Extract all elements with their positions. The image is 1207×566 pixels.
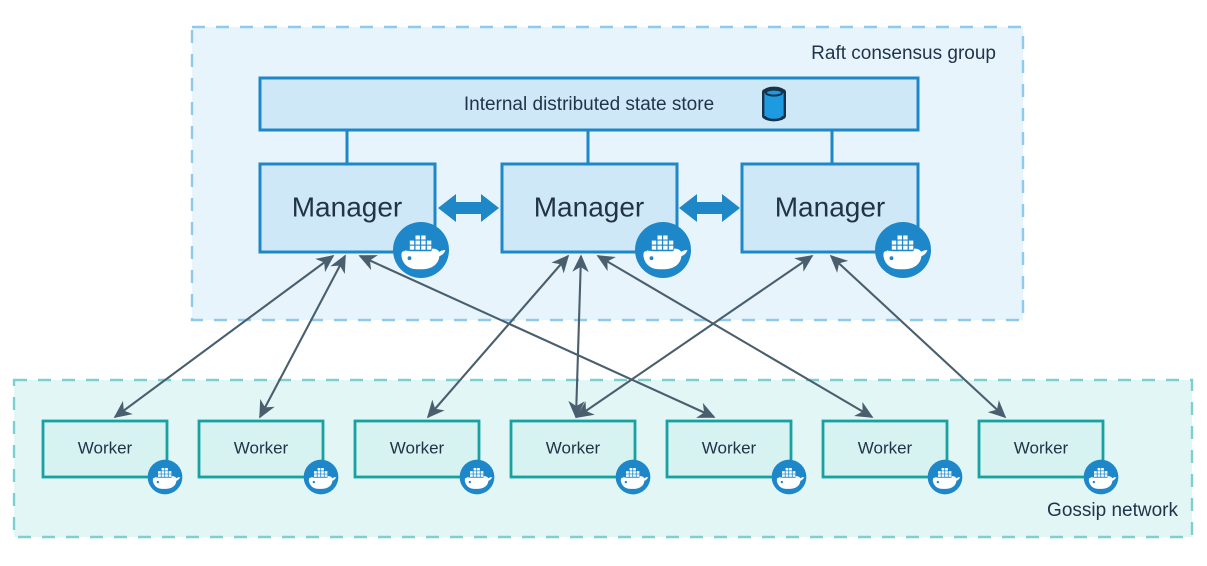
worker-node-3[interactable]: Worker bbox=[353, 419, 495, 495]
manager-label-2: Manager bbox=[534, 191, 645, 222]
worker-node-1[interactable]: Worker bbox=[41, 419, 183, 495]
state-store-box[interactable] bbox=[258, 76, 920, 132]
worker-label-7: Worker bbox=[1014, 438, 1069, 457]
worker-node-7[interactable]: Worker bbox=[977, 419, 1119, 495]
worker-label-1: Worker bbox=[78, 438, 133, 457]
worker-label-6: Worker bbox=[858, 438, 913, 457]
worker-node-6[interactable]: Worker bbox=[821, 419, 963, 495]
docker-whale-icon bbox=[615, 459, 651, 495]
link-manager1-worker2 bbox=[259, 254, 346, 419]
store-manager-connectors bbox=[345, 130, 834, 164]
link-manager3-worker4b bbox=[575, 255, 814, 418]
worker-label-4: Worker bbox=[546, 438, 601, 457]
worker-box-3[interactable] bbox=[353, 419, 481, 479]
worker-node-4[interactable]: Worker bbox=[509, 419, 651, 495]
internal-state-store-node[interactable]: Internal distributed state store bbox=[258, 76, 920, 132]
manager-node-2[interactable]: Manager bbox=[500, 162, 691, 278]
peer-arrow-manager1-manager2 bbox=[438, 194, 499, 222]
worker-box-6[interactable] bbox=[821, 419, 949, 479]
worker-label-5: Worker bbox=[702, 438, 757, 457]
docker-whale-icon bbox=[635, 222, 691, 278]
worker-label-2: Worker bbox=[234, 438, 289, 457]
manager-label-1: Manager bbox=[292, 191, 403, 222]
docker-whale-icon bbox=[927, 459, 963, 495]
worker-node-5[interactable]: Worker bbox=[665, 419, 807, 495]
peer-arrow-manager2-manager3 bbox=[679, 194, 740, 222]
worker-node-2[interactable]: Worker bbox=[197, 419, 339, 495]
link-manager3-worker7 bbox=[829, 254, 1007, 419]
worker-box-7[interactable] bbox=[977, 419, 1105, 479]
docker-whale-icon bbox=[147, 459, 183, 495]
worker-box-2[interactable] bbox=[197, 419, 325, 479]
worker-box-5[interactable] bbox=[665, 419, 793, 479]
manager-peer-arrows bbox=[438, 194, 740, 222]
manager-label-3: Manager bbox=[775, 191, 886, 222]
database-cylinder-icon bbox=[761, 85, 787, 123]
docker-whale-icon bbox=[459, 459, 495, 495]
worker-box-1[interactable] bbox=[41, 419, 169, 479]
manager-node-3[interactable]: Manager bbox=[740, 162, 931, 278]
docker-whale-icon bbox=[393, 222, 449, 278]
gossip-group-label: Gossip network bbox=[1047, 500, 1178, 521]
state-store-label: Internal distributed state store bbox=[464, 94, 714, 115]
raft-group-label: Raft consensus group bbox=[811, 43, 996, 64]
docker-whale-icon bbox=[1083, 459, 1119, 495]
manager-node-1[interactable]: Manager bbox=[258, 162, 449, 278]
worker-box-4[interactable] bbox=[509, 419, 637, 479]
worker-label-3: Worker bbox=[390, 438, 445, 457]
manager-worker-links bbox=[113, 254, 1007, 419]
docker-whale-icon bbox=[303, 459, 339, 495]
docker-whale-icon bbox=[771, 459, 807, 495]
link-manager2-worker3 bbox=[426, 254, 570, 419]
docker-whale-icon bbox=[875, 222, 931, 278]
